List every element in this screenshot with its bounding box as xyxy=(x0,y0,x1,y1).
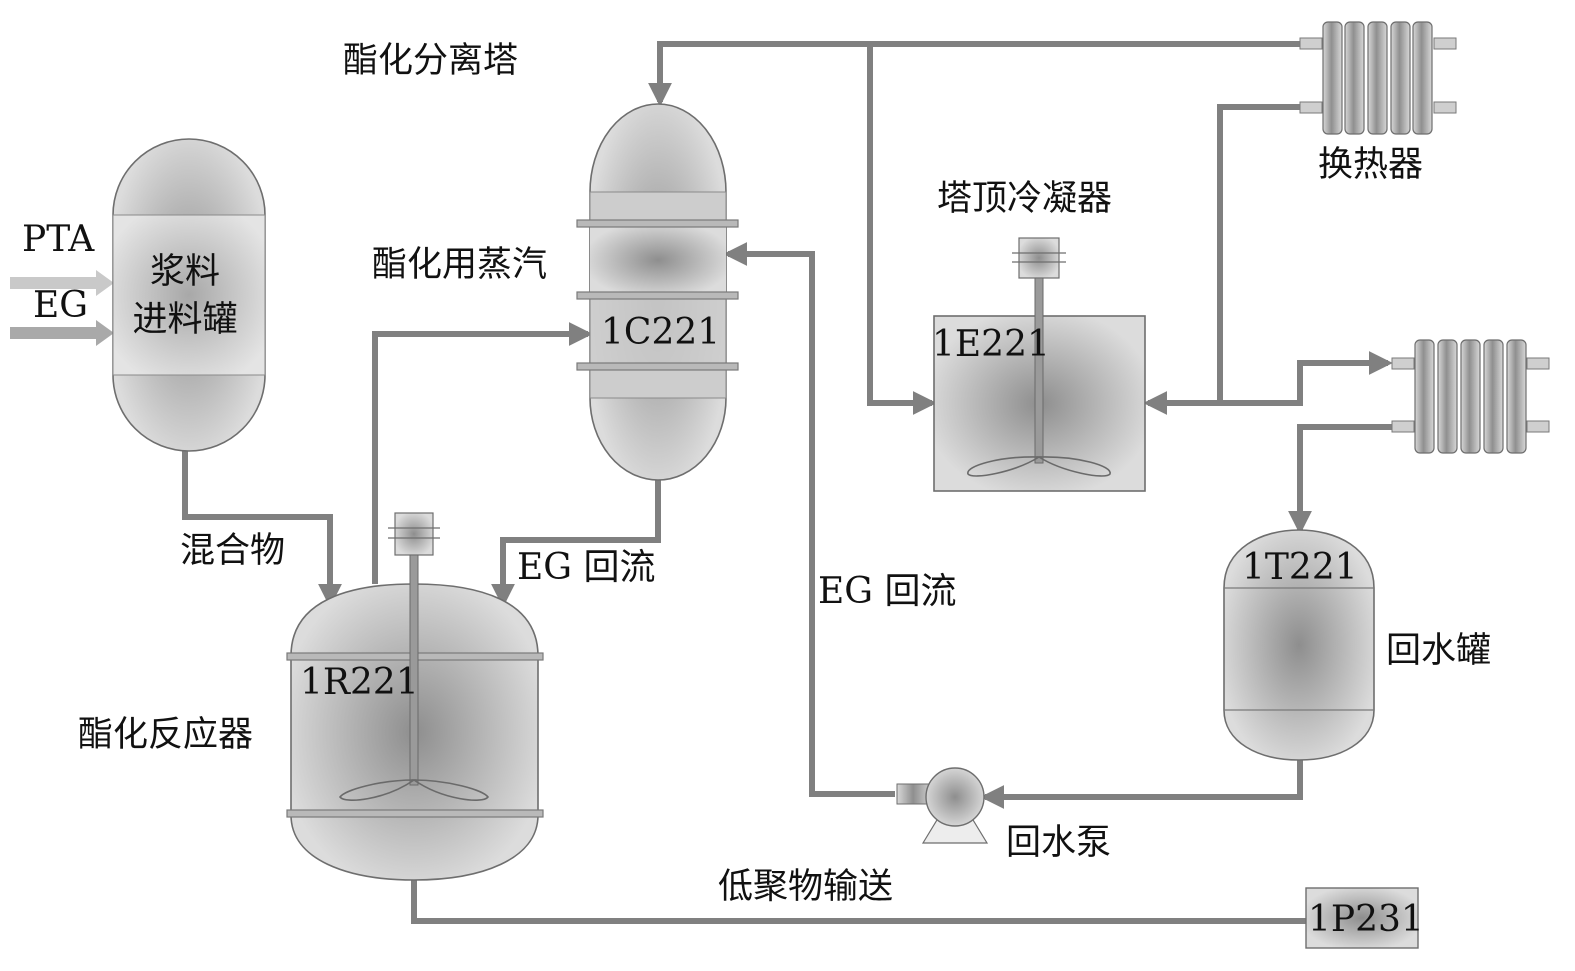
eg-label: EG xyxy=(33,285,89,326)
overhead-condenser xyxy=(933,237,1146,492)
esterification-reactor-label: 酯化反应器 xyxy=(78,715,254,755)
pipe-reactor-to-column xyxy=(372,322,593,584)
eg-reflux-label-1: EG 回流 xyxy=(517,547,656,588)
heat-exchanger-upper xyxy=(1299,21,1457,135)
separation-tower-label: 酯化分离塔 xyxy=(343,41,519,81)
condenser-label: 塔顶冷凝器 xyxy=(937,179,1113,219)
heat-exchanger-lower xyxy=(1391,339,1550,454)
pta-feed-arrow xyxy=(10,270,114,296)
water-tank-label: 回水罐 xyxy=(1386,631,1492,671)
pipe-column-to-reactor xyxy=(491,480,661,608)
pipe-slurry-to-reactor xyxy=(182,446,342,608)
pipe-exchanger-to-tank xyxy=(1288,424,1420,535)
separation-column xyxy=(576,103,739,481)
eg-feed-arrow xyxy=(10,320,114,346)
slurry-tank-label: 浆料 进料罐 xyxy=(132,252,238,340)
pipe-pump-to-column xyxy=(723,242,895,797)
heat-exchanger-label: 换热器 xyxy=(1318,145,1424,185)
water-return-pump xyxy=(896,767,989,844)
pta-label: PTA xyxy=(22,219,95,260)
feed-arrows xyxy=(10,270,114,346)
pipe-exchanger-to-condenser xyxy=(1143,104,1300,415)
esterification-steam-label: 酯化用蒸汽 xyxy=(372,245,548,285)
condenser-motor xyxy=(1018,237,1060,279)
water-pump-label: 回水泵 xyxy=(1006,823,1112,863)
condenser-tag: 1E221 xyxy=(932,324,1050,365)
pipe-tank-to-pump xyxy=(980,760,1303,809)
reactor-tag: 1R221 xyxy=(300,662,419,703)
column-tag: 1C221 xyxy=(601,312,721,353)
reactor-motor xyxy=(394,512,434,556)
eg-reflux-label-2: EG 回流 xyxy=(818,571,957,612)
slurry-feed-tank xyxy=(112,138,266,452)
tank-tag: 1T221 xyxy=(1242,547,1358,588)
water-return-tank xyxy=(1223,529,1375,761)
pipe-reactor-to-outlet xyxy=(411,880,1306,924)
pipe-header-to-column xyxy=(648,41,1300,107)
outlet-tag: 1P231 xyxy=(1308,899,1424,940)
pipe-header-to-condenser xyxy=(867,44,937,415)
esterification-reactor xyxy=(286,512,544,881)
mixture-label: 混合物 xyxy=(180,531,286,571)
oligomer-transfer-label: 低聚物输送 xyxy=(718,867,894,907)
oligomer-outlet-box xyxy=(1305,887,1419,949)
pipes xyxy=(182,41,1420,924)
pipe-condenser-to-exchanger xyxy=(1220,351,1393,406)
